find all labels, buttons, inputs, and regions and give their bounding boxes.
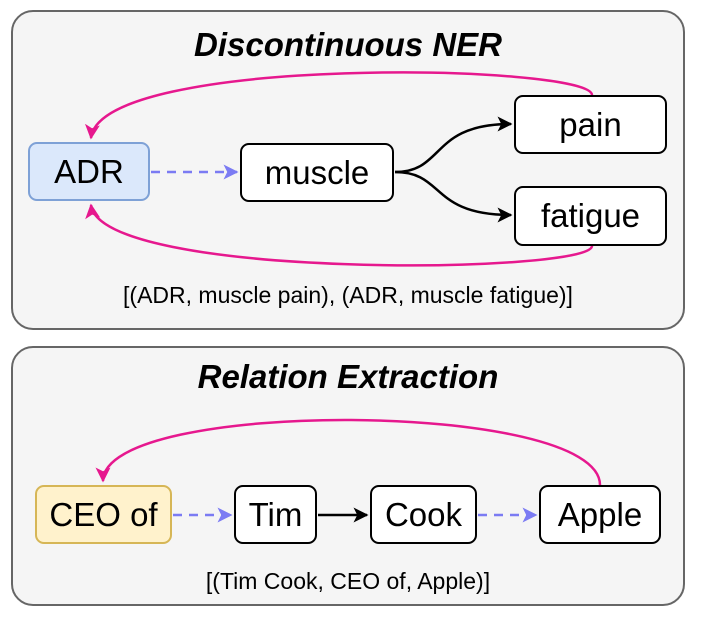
ner-output-text: [(ADR, muscle pain), (ADR, muscle fatigu… <box>123 282 573 308</box>
re-panel: Relation Extraction [(Tim Cook, CEO of, … <box>11 346 685 606</box>
ner-node-adr: ADR <box>28 142 150 201</box>
re-output-text: [(Tim Cook, CEO of, Apple)] <box>205 568 491 594</box>
re-node-tim: Tim <box>234 485 317 544</box>
re-panel-title: Relation Extraction <box>197 358 499 395</box>
ner-node-fatigue: fatigue <box>514 186 667 246</box>
re-node-cook: Cook <box>370 485 477 544</box>
re-node-ceo-of: CEO of <box>35 485 172 544</box>
ner-panel-title: Discontinuous NER <box>193 26 502 63</box>
ner-node-pain: pain <box>514 95 667 154</box>
re-node-apple: Apple <box>539 485 661 544</box>
ner-node-muscle: muscle <box>240 143 394 202</box>
